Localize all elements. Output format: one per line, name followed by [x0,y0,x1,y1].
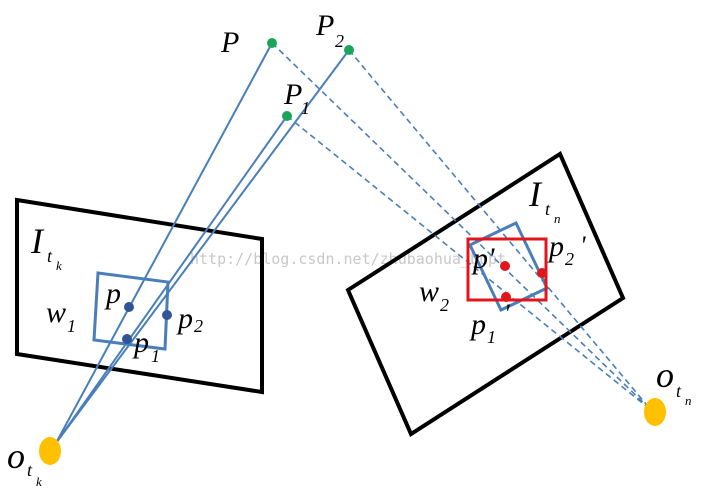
label-p1: p [132,326,149,359]
rays-right-camera [271,42,652,411]
camera-right [644,398,666,426]
point-p [124,302,134,312]
label-o-right-subsub: n [685,393,692,408]
point-P1 [282,111,292,121]
label-o-left: o [7,436,25,476]
point-p-prime [500,261,510,271]
label-w2-sub: 2 [440,295,449,315]
label-p-prime: p' [471,242,495,275]
label-w2: w [419,275,439,308]
label-p2: p [176,302,193,335]
label-I-right-sub: t [545,199,551,219]
image-plane-left [15,197,264,395]
label-w1: w [46,296,66,329]
point-p2 [162,310,172,320]
label-o-left-subsub: k [36,474,42,489]
label-w1-sub: 1 [67,316,76,336]
label-p1-prime-mark: ' [504,299,510,328]
label-o-right-sub: t [676,381,682,401]
label-p2-prime-sub: 2 [565,249,574,269]
label-P1-sub: 1 [301,98,310,118]
label-p: p [104,277,121,310]
point-p1-prime [501,292,511,302]
label-p2-sub: 2 [194,316,203,336]
point-P2 [344,45,354,55]
label-p1-prime-sub: 1 [487,327,496,347]
label-p2-prime: p [547,230,564,263]
watermark-text: http://blog.csdn.net/zhubaohua_bupt [190,250,506,268]
label-P2: P [315,9,334,42]
label-I-left: I [30,221,45,261]
point-P [267,38,277,48]
point-p1 [122,334,132,344]
rays-left-camera [55,42,350,444]
label-I-left-sub: t [47,246,53,266]
label-p1-prime: p [469,308,486,341]
label-P1: P [283,78,302,111]
label-P2-sub: 2 [335,31,344,51]
label-I-left-subsub: k [56,258,62,273]
label-o-right: o [656,355,674,395]
label-I-right: I [528,174,543,214]
label-I-right-subsub: n [554,211,561,226]
point-p2-prime [537,268,547,278]
image-plane-right [345,151,626,437]
label-p2-prime-mark: ' [580,231,586,260]
camera-left [39,437,61,465]
label-o-left-sub: t [27,460,33,480]
label-P: P [220,26,239,59]
label-p1-sub: 1 [151,346,160,366]
window-w1 [92,271,170,351]
